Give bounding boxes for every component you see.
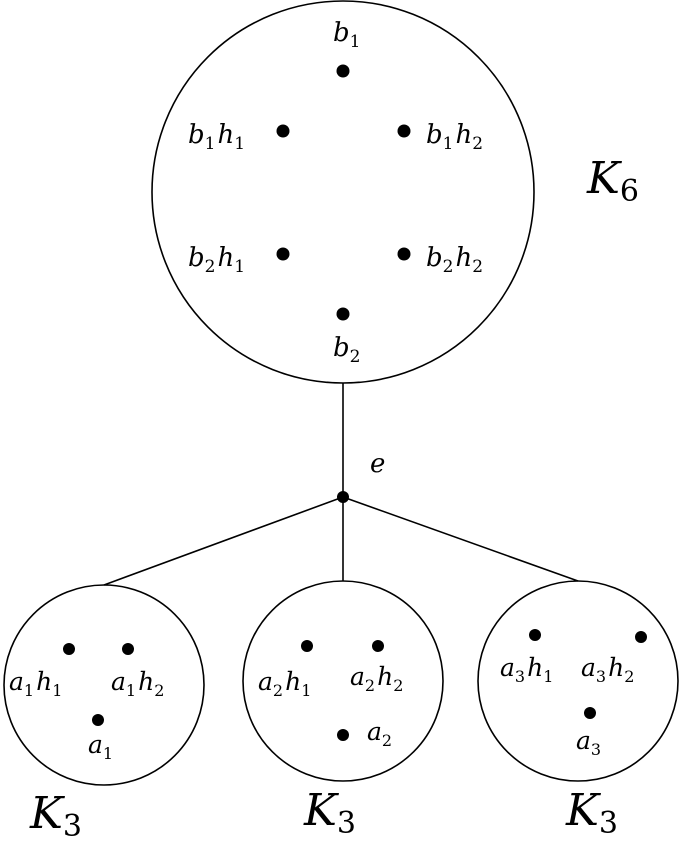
vertex-b1 xyxy=(336,64,350,78)
k3-circle-right xyxy=(477,580,679,782)
junction-vertex xyxy=(337,491,349,503)
edge-to-k3-left xyxy=(103,496,344,586)
label-k3-left: K3 xyxy=(29,788,82,844)
label-a3h1: a3h1 xyxy=(500,653,553,686)
label-a1: a1 xyxy=(88,730,113,763)
vertex-b2 xyxy=(336,307,350,321)
label-a1h1: a1h1 xyxy=(9,667,62,700)
vertex-a2h1 xyxy=(301,640,313,652)
label-b2: b2 xyxy=(333,333,360,367)
label-a2h1: a2h1 xyxy=(258,667,311,700)
vertex-a3h1 xyxy=(529,629,541,641)
vertex-a2 xyxy=(337,729,349,741)
vertex-a1h2 xyxy=(122,643,134,655)
label-b1h2: b1h2 xyxy=(426,120,483,154)
vertex-b1h2 xyxy=(397,124,411,138)
label-a3h2: a3h2 xyxy=(581,653,634,686)
vertex-b1h1 xyxy=(276,124,290,138)
k3-circle-middle xyxy=(242,580,444,782)
vertex-a1 xyxy=(92,714,104,726)
label-k3-middle: K3 xyxy=(303,785,356,841)
label-b2h1: b2h1 xyxy=(188,243,245,277)
k6-circle xyxy=(151,0,535,384)
vertex-b2h1 xyxy=(276,247,290,261)
label-k6: K6 xyxy=(586,153,639,209)
label-a2: a2 xyxy=(367,717,392,750)
vertex-a3 xyxy=(584,707,596,719)
label-b2h2: b2h2 xyxy=(426,243,483,277)
vertex-a2h2 xyxy=(372,640,384,652)
label-a2h2: a2h2 xyxy=(350,662,403,695)
vertex-a1h1 xyxy=(63,643,75,655)
vertex-a3h2 xyxy=(635,631,647,643)
label-a1h2: a1h2 xyxy=(111,667,164,700)
label-a3: a3 xyxy=(576,726,601,759)
label-edge-e: e xyxy=(370,449,385,479)
label-k3-right: K3 xyxy=(565,785,618,841)
label-b1h1: b1h1 xyxy=(188,120,245,154)
k3-circle-left xyxy=(3,584,205,786)
label-b1: b1 xyxy=(333,18,360,52)
edge-to-k3-right xyxy=(342,496,579,582)
vertex-b2h2 xyxy=(397,247,411,261)
